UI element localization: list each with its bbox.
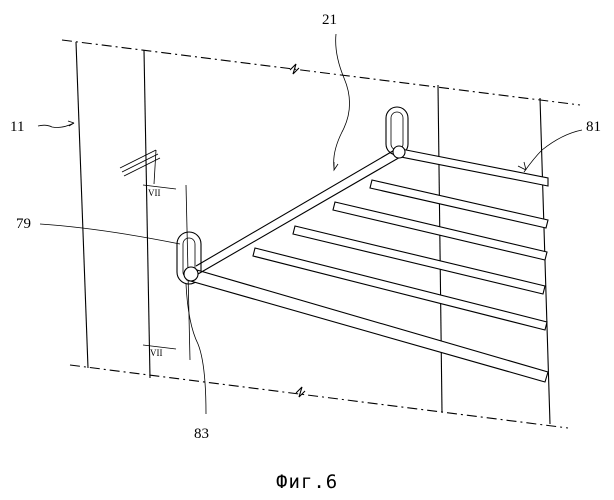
section-label-bottom: VII xyxy=(150,348,163,358)
shelf-rack xyxy=(184,146,548,382)
figure-caption: Фиг.6 xyxy=(276,471,338,493)
label-bracket: 79 xyxy=(16,216,31,232)
label-cabinet: 11 xyxy=(10,119,24,135)
label-hook: 83 xyxy=(194,426,209,442)
section-label-top: VII xyxy=(148,188,161,198)
label-shelf: 21 xyxy=(322,12,337,28)
cabinet-side xyxy=(76,42,190,378)
leader-lines xyxy=(38,34,582,414)
label-rack: 81 xyxy=(586,119,601,135)
